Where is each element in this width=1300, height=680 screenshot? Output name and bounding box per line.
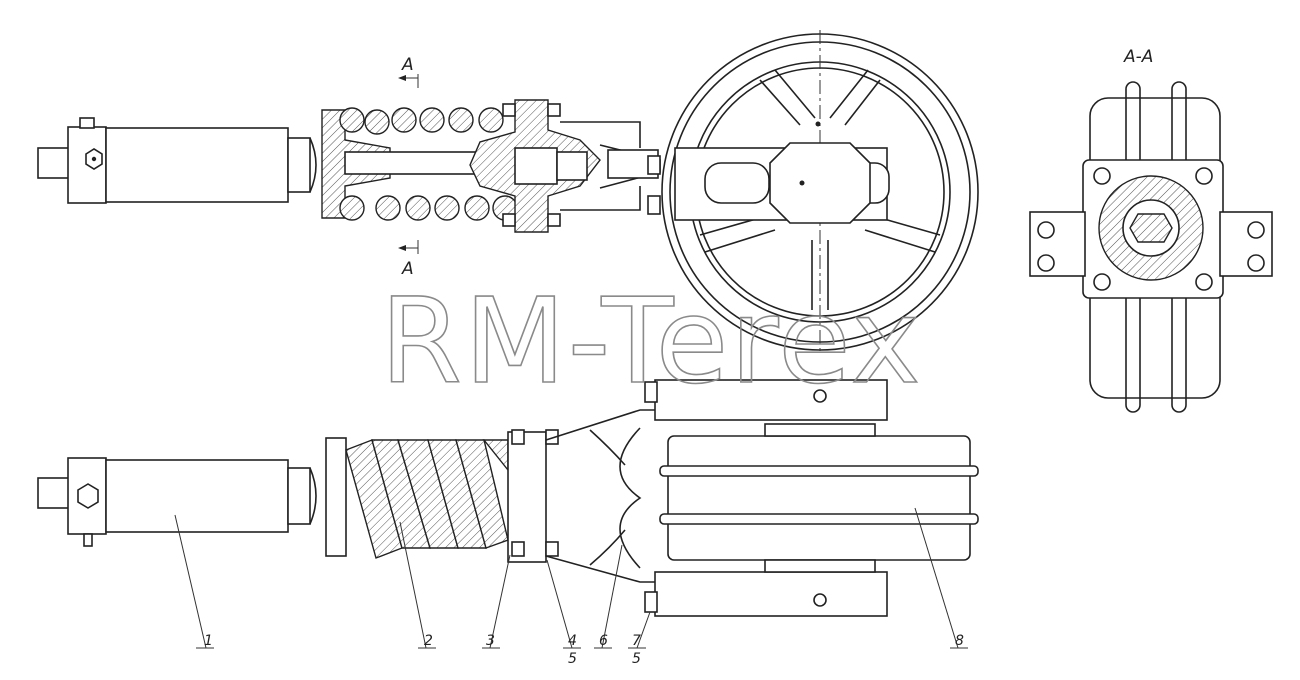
watermark: RM-Terex [380, 272, 922, 410]
top-spring-coils [339, 107, 518, 221]
callout-2: 2 [424, 633, 433, 649]
bottom-spring [345, 439, 509, 559]
callouts: 1 2 3 4 5 6 7 5 8 [174, 507, 968, 667]
section-view-a-a: A-A [1029, 47, 1273, 413]
bottom-assembly-view [37, 379, 979, 617]
callout-7-sub: 5 [632, 651, 641, 667]
section-cut-marks: A A [398, 55, 419, 279]
callout-4-sub: 5 [568, 651, 577, 667]
section-view-title: A-A [1123, 47, 1153, 67]
callout-8: 8 [955, 633, 964, 649]
cut-letter-top: A [401, 55, 414, 75]
top-assembly-section: A A [37, 55, 661, 279]
cut-letter-bottom: A [401, 259, 414, 279]
callout-3: 3 [486, 633, 495, 649]
callout-1: 1 [204, 633, 213, 649]
callout-6: 6 [599, 633, 608, 649]
top-idler-wheel [661, 30, 979, 354]
callout-7: 7 [632, 633, 641, 649]
callout-4: 4 [568, 633, 577, 649]
top-cylinder [37, 117, 317, 204]
